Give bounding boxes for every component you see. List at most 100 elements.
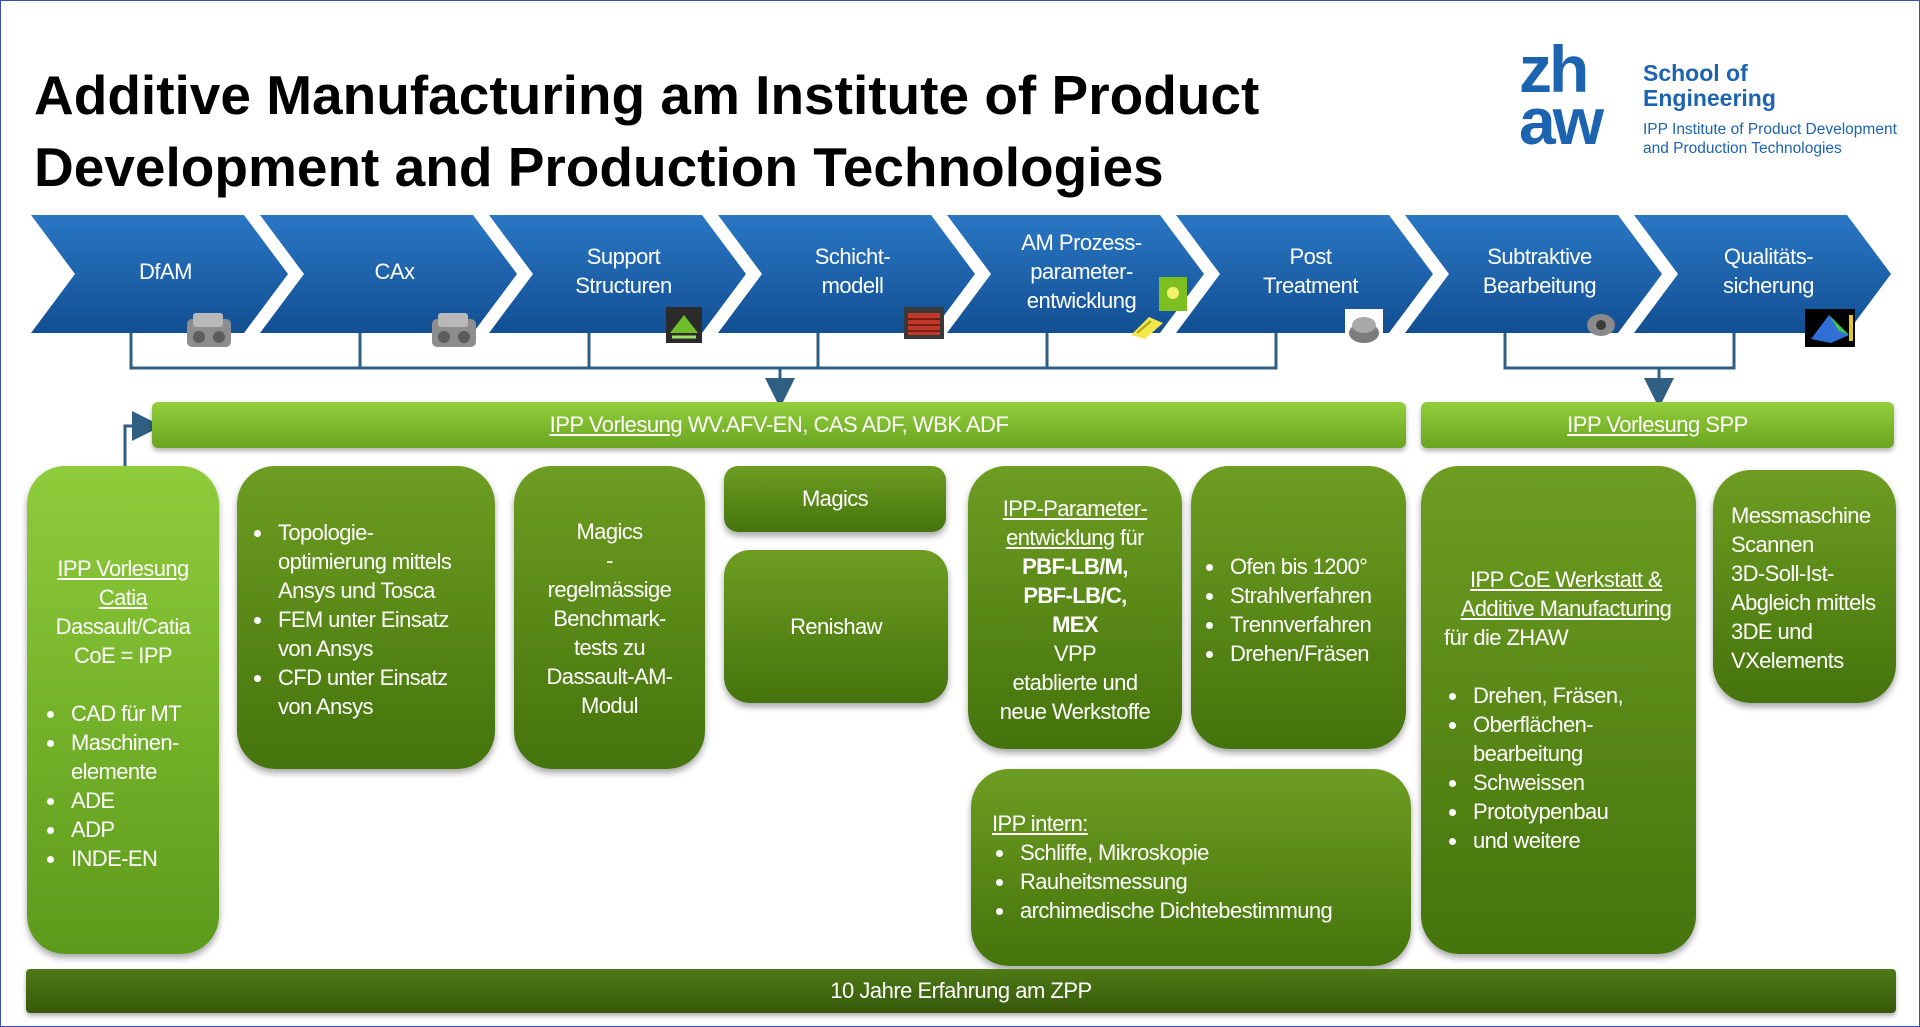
- magics-bench-line: Modul: [581, 693, 639, 718]
- connector-right-group: [1503, 333, 1736, 370]
- intern-head: IPP intern:: [992, 811, 1088, 836]
- logo-ipp-line-1: IPP Institute of Product Development: [1643, 121, 1897, 138]
- logo-school-name: School of Engineering: [1643, 61, 1776, 111]
- experience-bar: 10 Jahre Erfahrung am ZPP: [26, 969, 1896, 1013]
- page-title: Additive Manufacturing am Institute of P…: [34, 59, 1414, 203]
- lecture-bar-main-link: IPP Vorlesung: [549, 412, 683, 437]
- box-magics-benchmark: Magics - regelmässige Benchmark- tests z…: [514, 466, 705, 769]
- parameter-process-3: MEX: [1052, 612, 1098, 637]
- topology-list-item-text: FEM unter Einsatz von Ansys: [278, 607, 449, 661]
- post-treatment-list: Ofen bis 1200° Strahlverfahren Trennverf…: [1197, 552, 1398, 668]
- mess-line: Abgleich mittels: [1731, 590, 1876, 615]
- magics-bench-line: regelmässige: [547, 577, 672, 602]
- lecture-bar-spp: IPP Vorlesung SPP: [1421, 402, 1894, 448]
- logo-institute-name: IPP Institute of Product Development and…: [1643, 120, 1919, 158]
- parameter-head-suffix: für: [1114, 525, 1144, 550]
- mess-line: Scannen: [1731, 532, 1814, 557]
- magics-bench-line: Dassault-AM-: [546, 664, 673, 689]
- catia-list: CAD für MT Maschinen-elemente ADE ADP IN…: [37, 699, 209, 873]
- parameter-process-1: PBF-LB/M,: [1022, 554, 1128, 579]
- post-treatment-list-item: Ofen bis 1200°: [1226, 552, 1398, 581]
- catia-list-item: ADE: [67, 786, 209, 815]
- gearbox-render-icon: [432, 313, 476, 347]
- logo-school-line-1: School of: [1643, 60, 1748, 86]
- title-line-1: Additive Manufacturing am Institute of P…: [34, 64, 1260, 126]
- magics-bench-line: tests zu: [573, 635, 646, 660]
- catia-list-item-text: Maschinen-elemente: [71, 730, 179, 784]
- chevron-label-line: Subtraktive: [1487, 244, 1592, 269]
- chevron-step: [489, 215, 746, 333]
- zhaw-logo-mark-line-2: aw: [1519, 84, 1604, 158]
- post-treatment-list-item: Drehen/Fräsen: [1226, 639, 1398, 668]
- gearbox-render-icon: [187, 313, 231, 347]
- chevron-step: [31, 215, 288, 333]
- coe-list-item: und weitere: [1469, 826, 1688, 855]
- chevron-label: CAx: [310, 257, 480, 286]
- topology-list-item: CFD unter Einsatz von Ansys: [274, 663, 483, 721]
- coe-list-item: Oberflächen-bearbeitung: [1469, 710, 1688, 768]
- chevron-label-line: Structuren: [575, 273, 672, 298]
- deviation-map-icon: [1805, 309, 1855, 347]
- connector-lines: [123, 333, 1736, 468]
- topology-list: Topologie-optimierung mittels Ansys und …: [245, 518, 483, 721]
- parameter-head-line-2: entwicklung für: [974, 523, 1176, 552]
- chevron-label-line: modell: [821, 273, 884, 298]
- mess-line: Messmaschine: [1731, 503, 1871, 528]
- machined-part-icon: [1587, 314, 1615, 336]
- zhaw-logo-mark-line-1: zh: [1519, 32, 1589, 106]
- chevron-label-line: AM Prozess-: [1021, 229, 1142, 255]
- support-structure-icon: [666, 307, 702, 343]
- chevron-label: Schicht-modell: [768, 242, 938, 300]
- chevron-label: Qualitäts-sicherung: [1684, 242, 1854, 300]
- mess-line: 3D-Soll-Ist-: [1731, 561, 1834, 586]
- chevron-label: AM Prozess-parameter-entwicklung: [997, 228, 1167, 315]
- post-treatment-list-item: Strahlverfahren: [1226, 581, 1398, 610]
- chevron-label-line: Bearbeitung: [1482, 273, 1597, 298]
- chevron-step: [947, 215, 1204, 333]
- process-parameter-icon: [1159, 277, 1187, 311]
- chevron-label-line: DfAM: [139, 258, 193, 284]
- box-catia-lecture: IPP Vorlesung Catia Dassault/Catia CoE =…: [27, 466, 219, 954]
- coe-head-line-3: für die ZHAW: [1444, 625, 1569, 650]
- coe-head-line-2: Additive Manufacturing: [1460, 596, 1672, 621]
- chevron-label-line: Support: [586, 244, 661, 269]
- zhaw-logo-mark: zh aw: [1519, 32, 1639, 158]
- layer-model-icon: [904, 307, 944, 339]
- chevron-label-line: Post: [1289, 244, 1332, 269]
- renishaw-label: Renishaw: [790, 614, 882, 639]
- box-ipp-intern: IPP intern: Schliffe, Mikroskopie Rauhei…: [971, 769, 1411, 966]
- chevron-label: DfAM: [81, 257, 251, 286]
- mess-line: VXelements: [1731, 648, 1844, 673]
- coe-list-item: Drehen, Fräsen,: [1469, 681, 1688, 710]
- lecture-bar-main-text: WV.AFV-EN, CAS ADF, WBK ADF: [682, 412, 1009, 437]
- lecture-bar-spp-link: IPP Vorlesung: [1567, 412, 1700, 437]
- magics-bench-line: Magics: [576, 519, 643, 544]
- catia-head-line-2: Catia: [98, 585, 148, 610]
- chevron-label-line: entwicklung: [1026, 287, 1137, 313]
- box-topology-simulation: Topologie-optimierung mittels Ansys und …: [237, 466, 495, 769]
- chevron-label-line: sicherung: [1723, 273, 1814, 298]
- parameter-line-vpp: VPP: [1053, 641, 1097, 666]
- magics-bench-line: Benchmark-: [553, 606, 666, 631]
- post-treatment-part-icon: [1345, 309, 1383, 347]
- post-treatment-list-item: Trennverfahren: [1226, 610, 1398, 639]
- coe-list-item: Schweissen: [1469, 768, 1688, 797]
- experience-bar-label: 10 Jahre Erfahrung am ZPP: [830, 978, 1092, 1003]
- topology-list-item: FEM unter Einsatz von Ansys: [274, 605, 483, 663]
- topology-list-item-text: Topologie-optimierung mittels Ansys und …: [278, 520, 452, 603]
- chevron-step: [1405, 215, 1662, 333]
- catia-list-item: INDE-EN: [67, 844, 209, 873]
- catia-list-item: Maschinen-elemente: [67, 728, 209, 786]
- parameter-head-line-1: IPP-Parameter-: [1002, 496, 1148, 521]
- catia-list-item: ADP: [67, 815, 209, 844]
- box-post-treatment: Ofen bis 1200° Strahlverfahren Trennverf…: [1191, 466, 1406, 749]
- chevron-label-line: Schicht-: [814, 244, 891, 269]
- chevron-label-line: Qualitäts-: [1723, 244, 1814, 269]
- topology-list-item-text: CFD unter Einsatz von Ansys: [278, 665, 448, 719]
- box-measurement: Messmaschine Scannen 3D-Soll-Ist- Abglei…: [1713, 470, 1896, 703]
- catia-head-line-4: CoE = IPP: [74, 643, 173, 668]
